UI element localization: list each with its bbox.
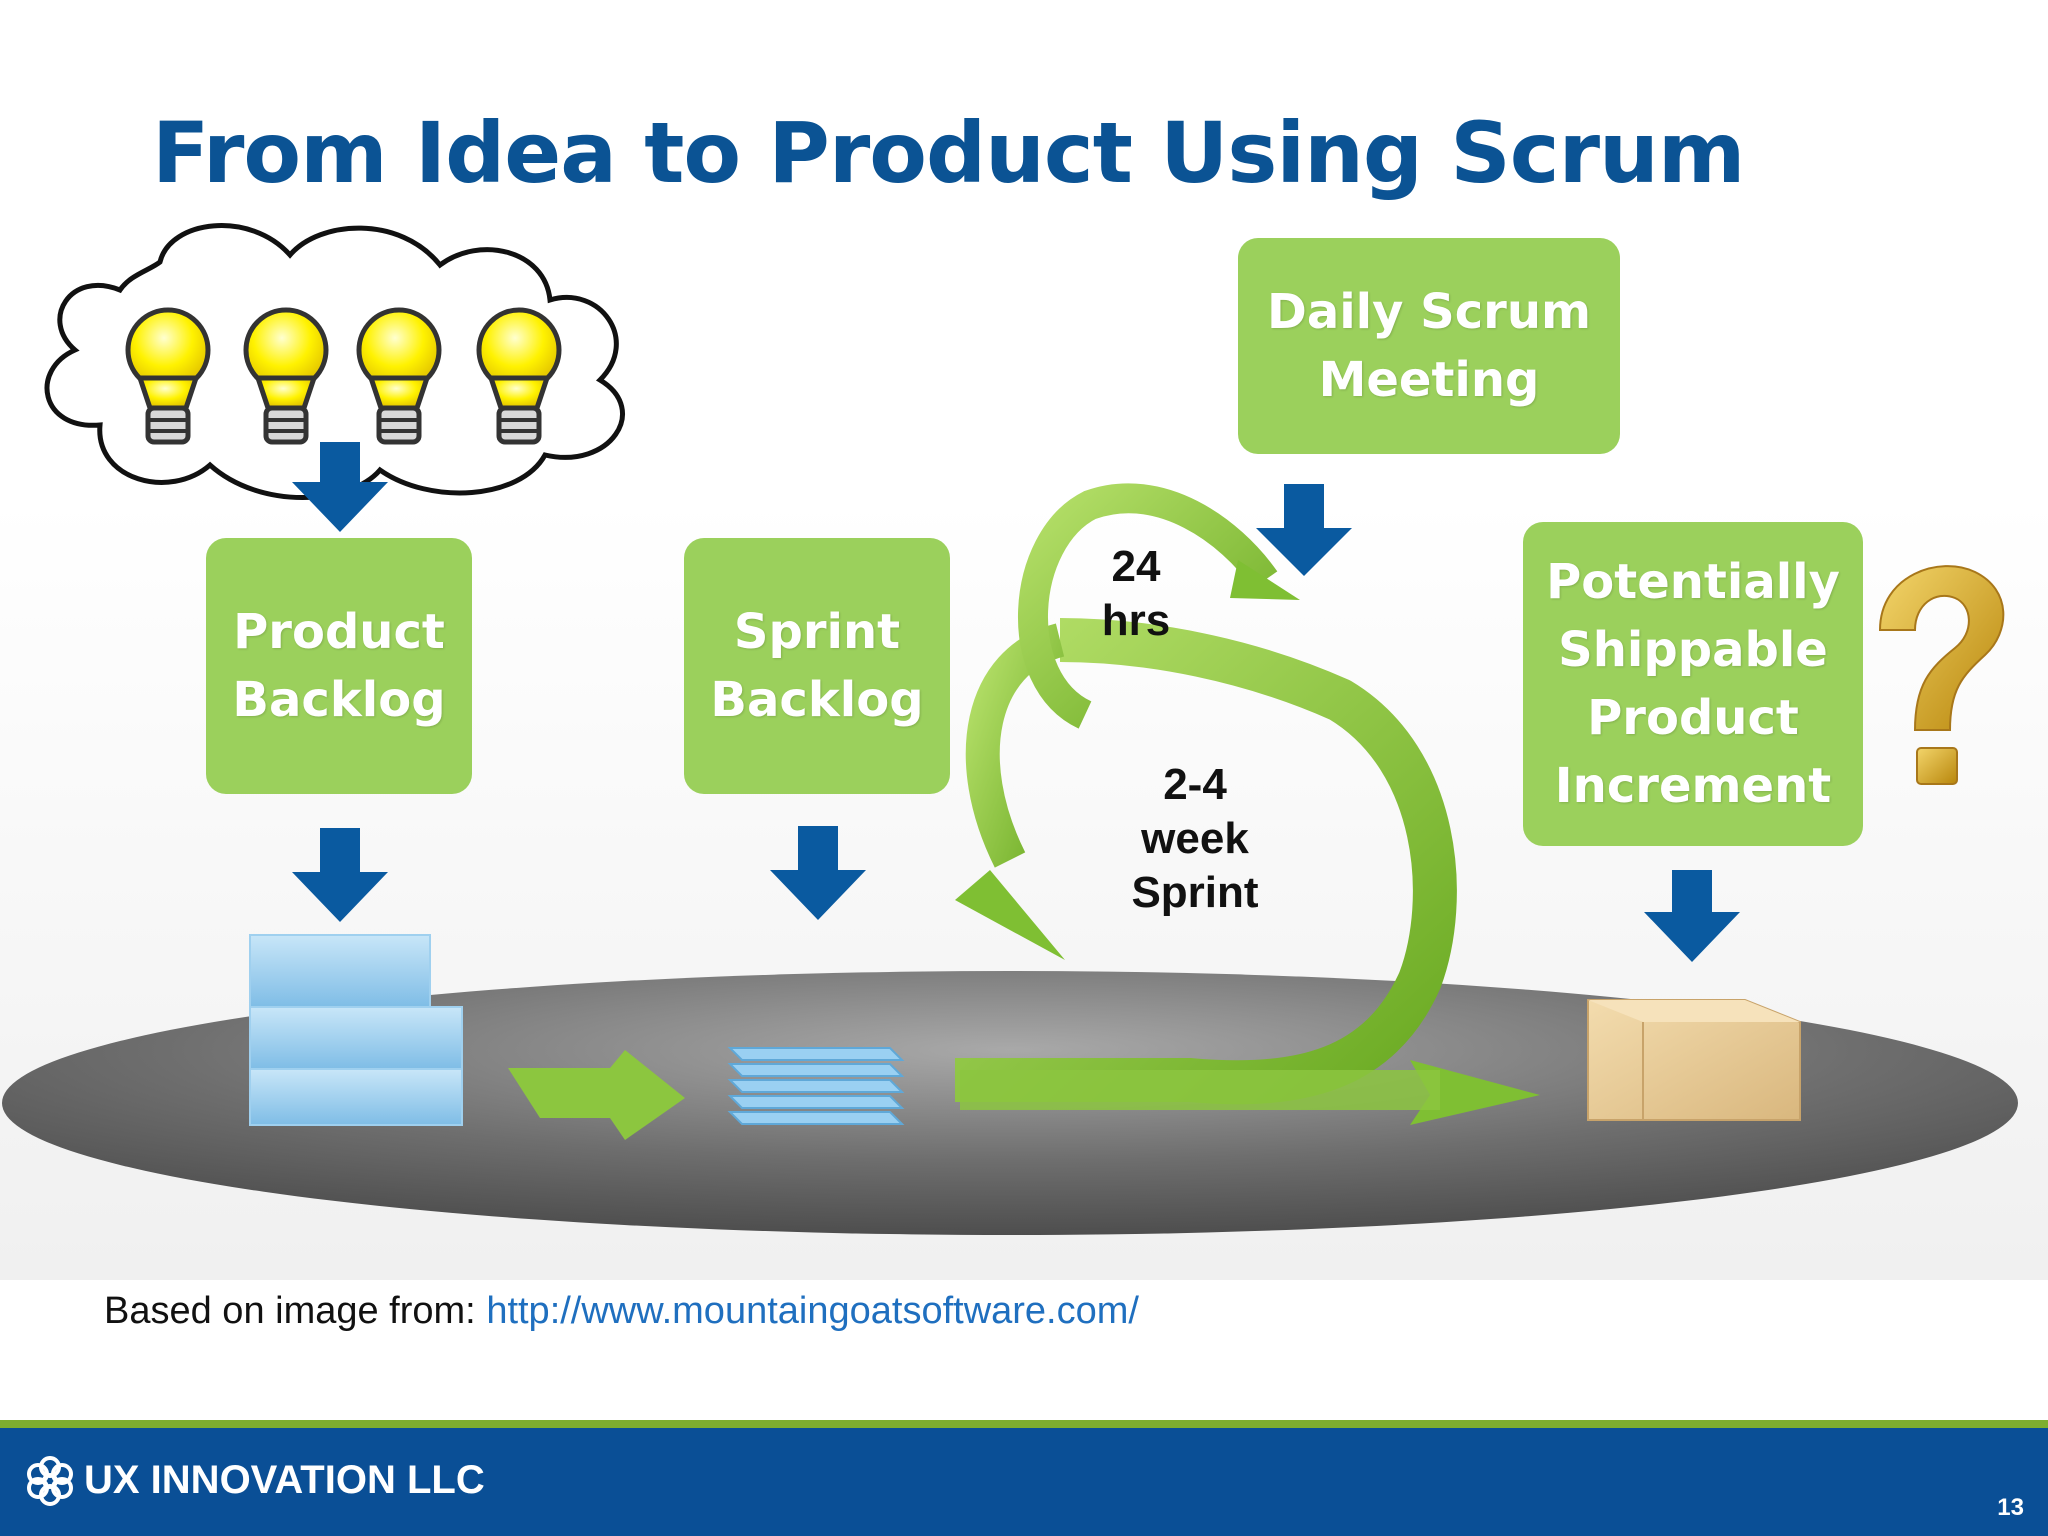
image-credit: Based on image from: http://www.mountain… [104,1290,1139,1333]
product-backlog-blocks [249,934,463,1126]
lightbulb-icons [125,307,562,445]
transfer-arrow [508,1050,685,1140]
product-backlog-box: Product Backlog [206,538,472,794]
arrow-down-icon [770,826,866,920]
lightbulb-icon [476,307,562,445]
page-number: 13 [1997,1494,2024,1521]
product-box [1587,999,1801,1121]
daily-loop-arrow [1018,483,1300,729]
sprint-backlog-plates [727,1047,905,1125]
sprint-backlog-box: Sprint Backlog [684,538,950,794]
company-name: UX INNOVATION LLC [84,1458,485,1502]
arrow-down-icon [292,828,388,922]
slide-title: From Idea to Product Using Scrum [152,104,1745,202]
daily-cycle-label: 24 hrs [1101,542,1171,645]
product-increment-box: Potentially Shippable Product Increment [1523,522,1863,846]
lightbulb-icon [243,307,329,445]
daily-scrum-box: Daily Scrum Meeting [1238,238,1620,454]
lightbulb-icon [356,307,442,445]
footer-accent-line [0,1420,2048,1428]
flower-logo-icon [27,1456,73,1506]
question-mark-icon [1878,565,2005,785]
idea-cloud [44,223,625,500]
arrow-down-icon [1256,484,1352,576]
credit-prefix: Based on image from: [104,1290,487,1332]
sprint-loop-arrow [955,618,1540,1125]
lightbulb-icon [125,307,211,445]
sprint-cycle-label: 2-4 week Sprint [1131,760,1259,917]
footer-bar [0,1428,2048,1536]
credit-link[interactable]: http://www.mountaingoatsoftware.com/ [486,1290,1139,1332]
arrow-down-icon [1644,870,1740,962]
arrow-down-icon [292,442,388,532]
